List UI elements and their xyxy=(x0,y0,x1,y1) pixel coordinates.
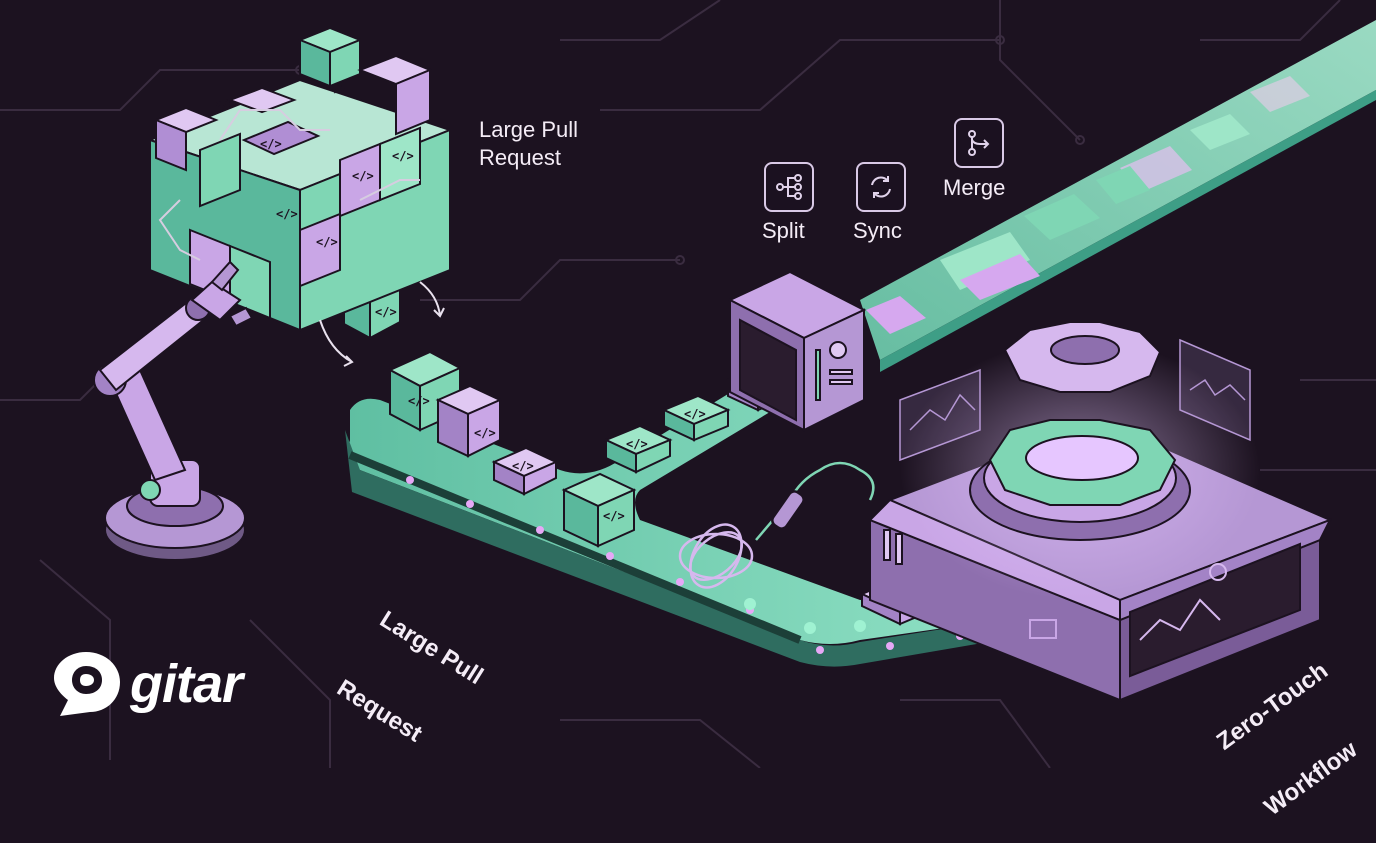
merge-tool xyxy=(954,118,1004,168)
code-glyph: </> xyxy=(684,407,706,421)
label-line: Workflow xyxy=(1259,735,1363,822)
code-glyph: </> xyxy=(352,169,374,183)
flow-arrows xyxy=(319,281,445,367)
split-icon xyxy=(776,174,802,200)
label-line: Zero-Touch xyxy=(1211,657,1333,756)
circuit-traces xyxy=(0,0,1376,768)
illustration-scene: </> </> </> </> </> </> </> </> </> </> xyxy=(0,0,1376,768)
beam-packets xyxy=(866,76,1310,334)
cube-code-glyphs: </> </> </> </> </> </> </> xyxy=(214,81,414,249)
robot-arm xyxy=(93,260,254,561)
code-glyph: </> xyxy=(512,459,534,473)
code-glyph: </> xyxy=(276,207,298,221)
large-pull-request-top-label: Large Pull Request xyxy=(479,116,578,172)
code-glyph: </> xyxy=(316,235,338,249)
gitar-logo-icon xyxy=(54,652,120,716)
sync-tool xyxy=(856,162,906,212)
code-glyph: </> xyxy=(260,137,282,151)
code-glyph: </> xyxy=(326,81,348,95)
code-glyph: </> xyxy=(375,305,397,319)
merge-icon xyxy=(968,130,990,156)
label-line: Large Pull xyxy=(479,117,579,142)
split-tool xyxy=(764,162,814,212)
hud-panels xyxy=(899,338,1251,462)
gitar-wordmark: gitar xyxy=(130,654,243,714)
sync-label: Sync xyxy=(853,218,902,243)
gears xyxy=(969,321,1191,541)
code-glyph: </> xyxy=(214,97,236,111)
code-glyph: </> xyxy=(392,149,414,163)
split-label: Split xyxy=(762,218,805,243)
code-glyph: </> xyxy=(603,509,625,523)
sync-icon xyxy=(871,176,891,198)
code-glyph: </> xyxy=(474,426,496,440)
merge-label: Merge xyxy=(943,175,1006,200)
gitar-logo: gitar xyxy=(50,648,243,720)
label-line: Request xyxy=(479,145,561,170)
code-glyph: </> xyxy=(408,394,430,408)
scanner-gate xyxy=(727,270,867,432)
large-code-cube xyxy=(147,26,453,332)
code-glyph: </> xyxy=(626,437,648,451)
tangled-wire xyxy=(678,461,875,589)
label-line: Large Pull xyxy=(375,605,488,691)
